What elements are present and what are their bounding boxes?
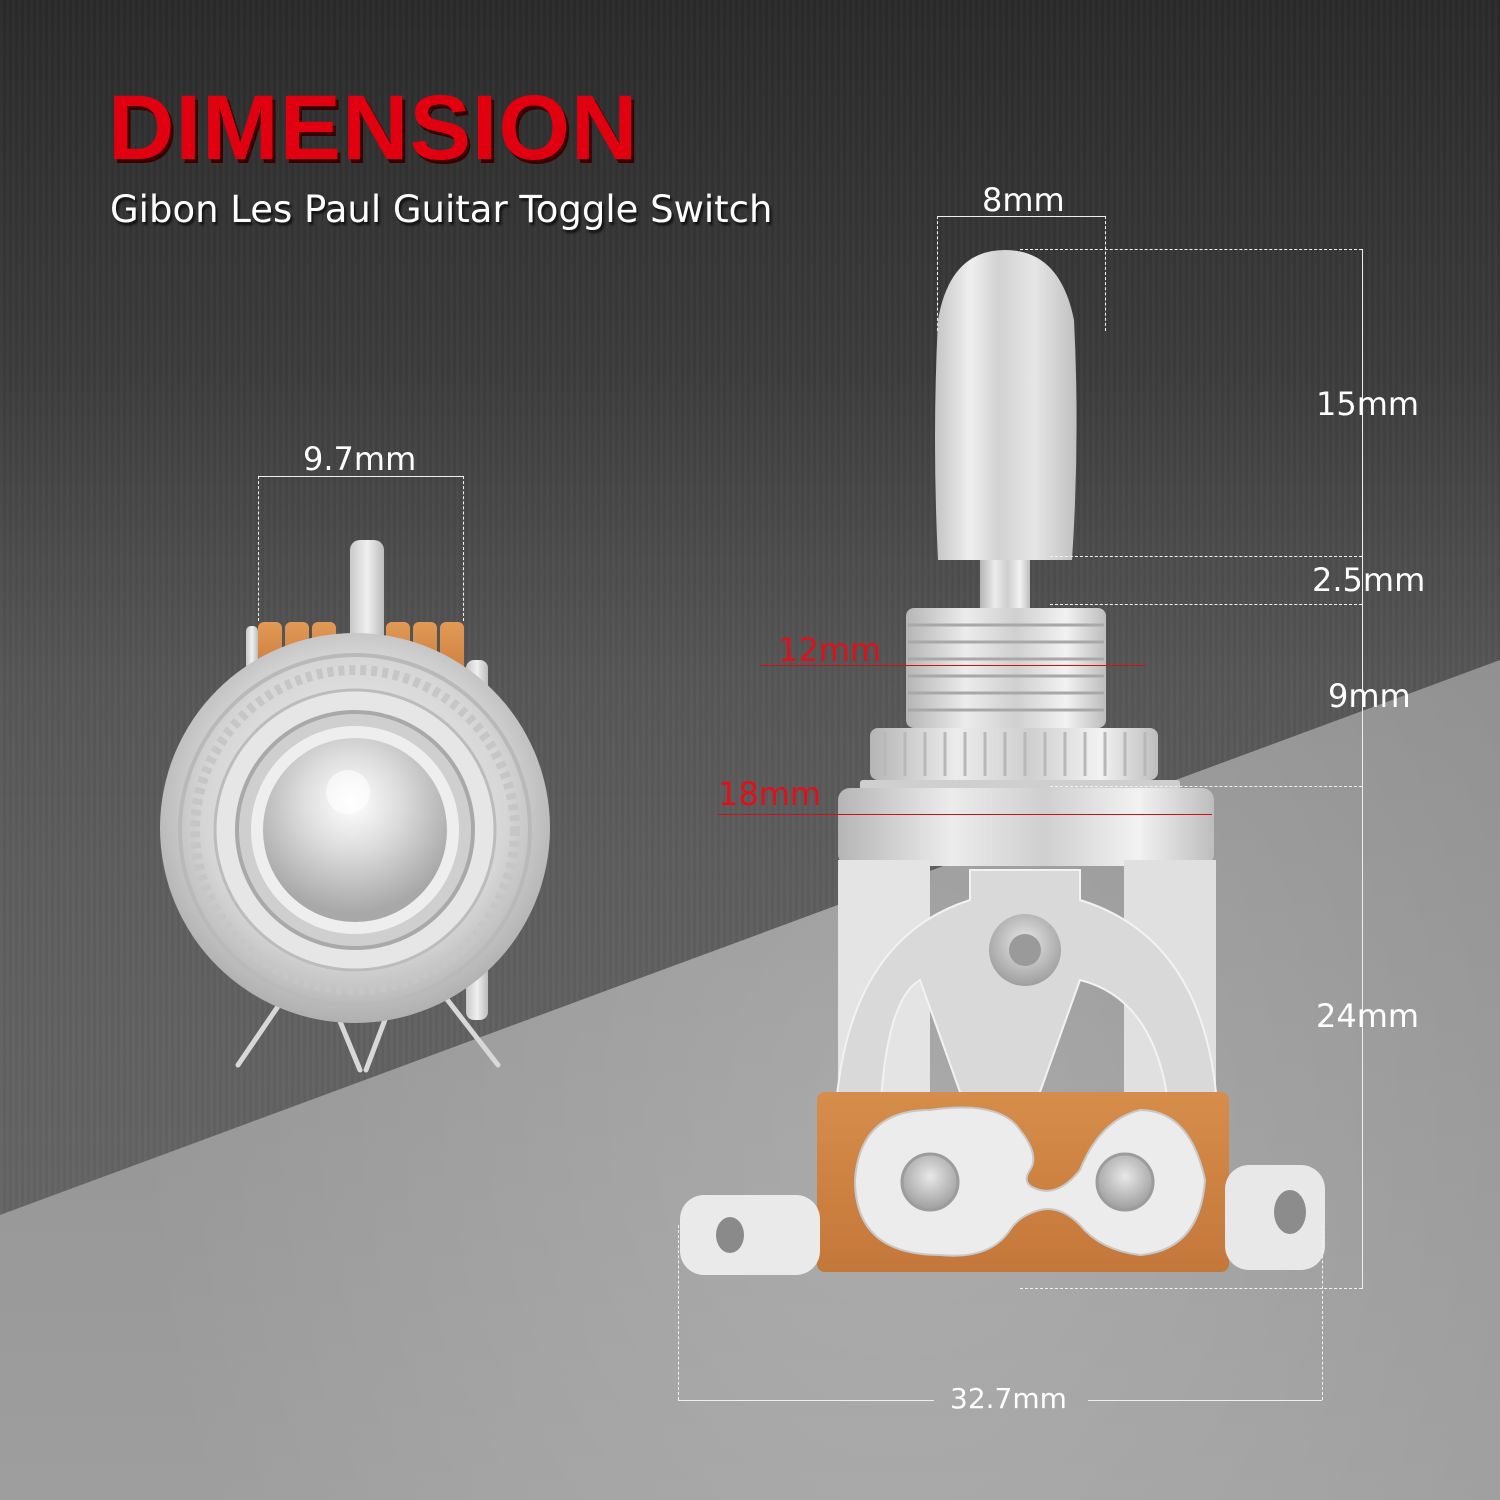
dim-line-terminal-width bbox=[258, 476, 464, 477]
dim-thread-height: 9mm bbox=[1328, 677, 1411, 715]
dim-line-total-left bbox=[678, 1400, 934, 1401]
dim-ext-total-right bbox=[1322, 1225, 1323, 1400]
dim-tip-height: 15mm bbox=[1316, 385, 1420, 423]
dim-extension-left bbox=[258, 476, 259, 621]
dim-line-vertical-right bbox=[1362, 249, 1363, 1289]
dim-base-width: 18mm bbox=[718, 775, 822, 813]
dim-ext-tip-top bbox=[1020, 249, 1362, 250]
switch-top-view-illustration bbox=[160, 540, 550, 1073]
page-subtitle: Gibon Les Paul Guitar Toggle Switch bbox=[110, 188, 773, 231]
dim-ext-base-top bbox=[1050, 786, 1362, 787]
dim-thread-diameter: 12mm bbox=[778, 631, 882, 669]
dim-shaft-gap: 2.5mm bbox=[1312, 561, 1426, 599]
dim-line-base-width bbox=[718, 814, 1212, 815]
dim-line-thread-diameter bbox=[760, 665, 1146, 666]
page-title: DIMENSION bbox=[108, 77, 639, 179]
dim-ext-tip-right bbox=[1105, 216, 1106, 331]
dim-line-tip-width bbox=[937, 216, 1106, 217]
dim-body-height: 24mm bbox=[1316, 997, 1420, 1035]
dim-tip-width: 8mm bbox=[982, 181, 1065, 219]
dim-ext-tip-bottom bbox=[1050, 556, 1362, 557]
dim-total-width: 32.7mm bbox=[950, 1382, 1067, 1415]
dim-ext-body-bottom bbox=[1020, 1288, 1362, 1289]
dim-extension-right bbox=[463, 476, 464, 621]
dim-ext-total-left bbox=[678, 1225, 679, 1400]
dim-ext-shaft-bottom bbox=[1050, 604, 1362, 605]
dim-terminal-width: 9.7mm bbox=[303, 440, 417, 478]
switch-side-view-illustration bbox=[680, 250, 1325, 1275]
dim-ext-tip-left bbox=[937, 216, 938, 331]
dim-line-total-right bbox=[1088, 1400, 1322, 1401]
